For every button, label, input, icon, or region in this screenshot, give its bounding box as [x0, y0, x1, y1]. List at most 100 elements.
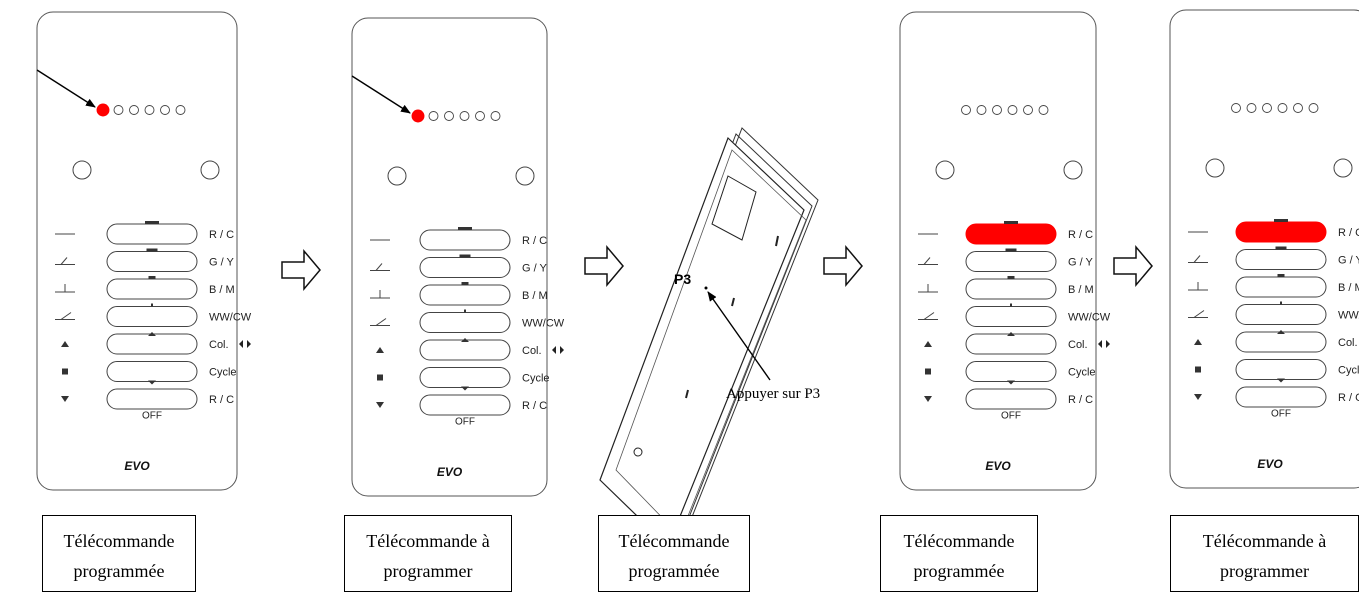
remote-button-label: R / C — [1338, 392, 1359, 404]
remote-button-1 — [419, 229, 511, 251]
remote-button-label: Cycle — [1338, 365, 1359, 377]
remote-button-2 — [106, 251, 198, 272]
caption-step-3: Télécommande programmée — [598, 515, 750, 592]
led-indicator — [1262, 103, 1272, 113]
remote-button-3 — [1235, 276, 1327, 298]
brand-logo: EVO — [124, 459, 150, 473]
remote-button-4 — [965, 306, 1057, 327]
remote-button-label: Cycle — [209, 367, 237, 379]
remote-button-1 — [965, 223, 1057, 245]
led-indicator — [144, 105, 155, 115]
arrow-down-icon — [61, 396, 69, 402]
stop-square-icon — [377, 374, 383, 381]
hollow-right-arrow-icon — [281, 248, 321, 292]
remote-button-7 — [965, 388, 1057, 410]
off-label: OFF — [1271, 409, 1291, 420]
button-indicator — [1277, 274, 1285, 277]
down-triangle-icon — [1277, 378, 1285, 383]
arrow-up-icon — [61, 341, 69, 347]
remote-button-label: Col. — [209, 339, 229, 351]
remote-button-6 — [1235, 359, 1327, 380]
caption-step-4: Télécommande programmée — [880, 515, 1038, 592]
remote-button-4 — [1235, 304, 1327, 325]
down-triangle-icon — [148, 380, 156, 385]
line-slope-icon — [60, 257, 68, 265]
button-indicator — [459, 254, 471, 258]
remote-button-6 — [106, 361, 198, 382]
caption-step-2: Télécommande à programmer — [344, 515, 512, 592]
remote-button-2 — [419, 257, 511, 278]
round-button-right — [515, 166, 535, 186]
button-indicator — [458, 227, 472, 230]
remote-button-label: Col. — [522, 345, 542, 357]
remote-button-label: WW/CW — [209, 312, 252, 324]
left-right-arrows-icon — [239, 340, 251, 348]
left-right-arrows-icon — [1098, 340, 1110, 348]
remote-button-label: R / C — [209, 229, 234, 241]
up-triangle-icon — [1007, 332, 1015, 336]
remote-button-1 — [106, 223, 198, 245]
remote-button-5 — [1235, 331, 1327, 353]
led-indicator — [129, 105, 139, 115]
remote-button-6 — [965, 361, 1057, 382]
caption-step-1-line-1: Télécommande — [63, 531, 175, 551]
button-indicator — [151, 303, 153, 307]
remote-button-label: R / C — [522, 400, 547, 412]
button-indicator — [146, 248, 158, 252]
caption-step-2-line-1: Télécommande à — [366, 531, 490, 551]
led-indicator — [428, 111, 439, 121]
button-indicator — [1007, 276, 1015, 279]
round-button-left — [72, 160, 92, 180]
arrow-down-icon — [1194, 394, 1202, 400]
off-label: OFF — [142, 411, 162, 422]
remote-button-label: Cycle — [522, 373, 550, 385]
round-button-left — [935, 160, 955, 180]
line-angle-icon — [923, 312, 935, 320]
stop-square-icon — [1195, 366, 1201, 373]
button-indicator — [464, 309, 466, 313]
remote-button-label: WW/CW — [522, 318, 565, 330]
led-indicator — [961, 105, 971, 115]
remote-button-5 — [419, 339, 511, 361]
arrow-up-icon — [924, 341, 932, 347]
remote-button-4 — [106, 306, 198, 327]
arrow-up-icon — [376, 347, 384, 353]
button-indicator — [1275, 246, 1287, 250]
button-indicator — [1274, 219, 1288, 222]
led-indicator — [1231, 103, 1241, 113]
hollow-right-arrow-icon — [1113, 244, 1153, 288]
remote-button-1 — [1235, 221, 1327, 243]
remote-button-4 — [419, 312, 511, 333]
led-indicator — [160, 105, 170, 115]
remote-button-label: WW/CW — [1068, 312, 1111, 324]
button-indicator — [145, 221, 159, 224]
caption-step-5: Télécommande à programmer — [1170, 515, 1359, 592]
remote-button-label: G / Y — [522, 263, 548, 275]
up-triangle-icon — [148, 332, 156, 336]
led-indicator — [1246, 103, 1257, 113]
line-angle-icon — [60, 312, 72, 320]
down-triangle-icon — [1007, 380, 1015, 385]
caption-step-3-line-2: programmée — [628, 561, 720, 581]
caption-step-4-line-2: programmée — [913, 561, 1005, 581]
round-button-right — [1063, 160, 1083, 180]
led-indicator — [175, 105, 186, 115]
remote-button-5 — [106, 333, 198, 355]
led-on-indicator — [411, 109, 425, 123]
led-indicator — [1293, 103, 1303, 113]
led-indicator — [113, 105, 124, 115]
left-right-arrows-icon — [552, 346, 564, 354]
off-label: OFF — [455, 417, 475, 428]
caption-step-1: Télécommande programmée — [42, 515, 196, 592]
pointer-arrow-icon — [351, 75, 411, 114]
line-angle-icon — [1193, 310, 1205, 318]
stop-square-icon — [925, 368, 931, 375]
button-indicator — [1005, 248, 1017, 252]
caption-step-5-line-1: Télécommande à — [1202, 531, 1327, 551]
line-slope-icon — [923, 257, 931, 265]
caption-step-2-line-2: programmer — [383, 561, 473, 581]
caption-step-3-line-1: Télécommande — [618, 531, 730, 551]
caption-step-4-line-1: Télécommande — [903, 531, 1015, 551]
